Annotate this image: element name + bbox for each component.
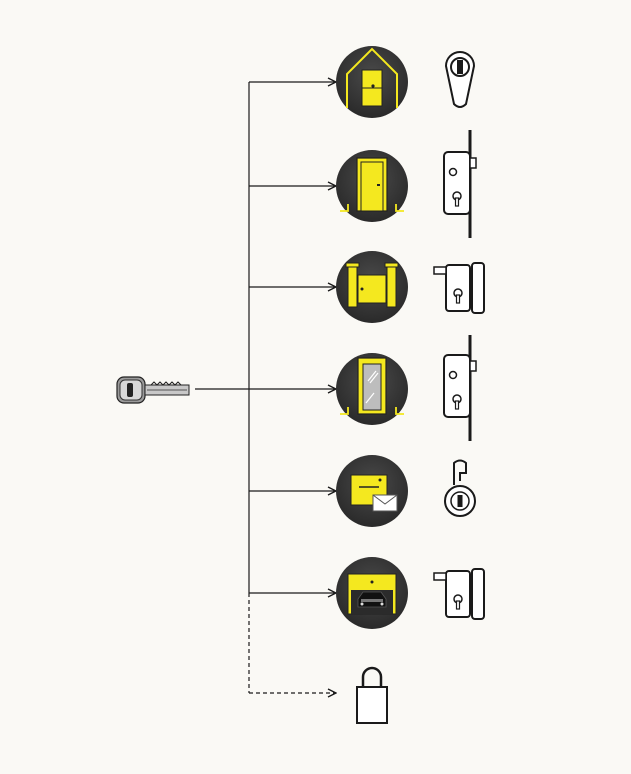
garage-door-icon xyxy=(336,557,408,629)
mortise-lock-icon xyxy=(443,130,477,238)
garden-gate-icon xyxy=(336,251,408,323)
house-entrance-door-icon xyxy=(336,46,408,118)
key-icon xyxy=(116,376,190,404)
padlock-icon xyxy=(356,666,388,724)
interior-door-icon xyxy=(336,150,408,222)
mailbox-icon xyxy=(336,455,408,527)
mailbox-cam-lock-icon xyxy=(444,459,476,517)
gate-lock-icon xyxy=(433,568,485,620)
glass-door-icon xyxy=(336,353,408,425)
gate-lock-icon xyxy=(433,262,485,314)
mortise-lock-icon xyxy=(443,335,477,441)
euro-cylinder-lock-icon xyxy=(444,51,476,108)
